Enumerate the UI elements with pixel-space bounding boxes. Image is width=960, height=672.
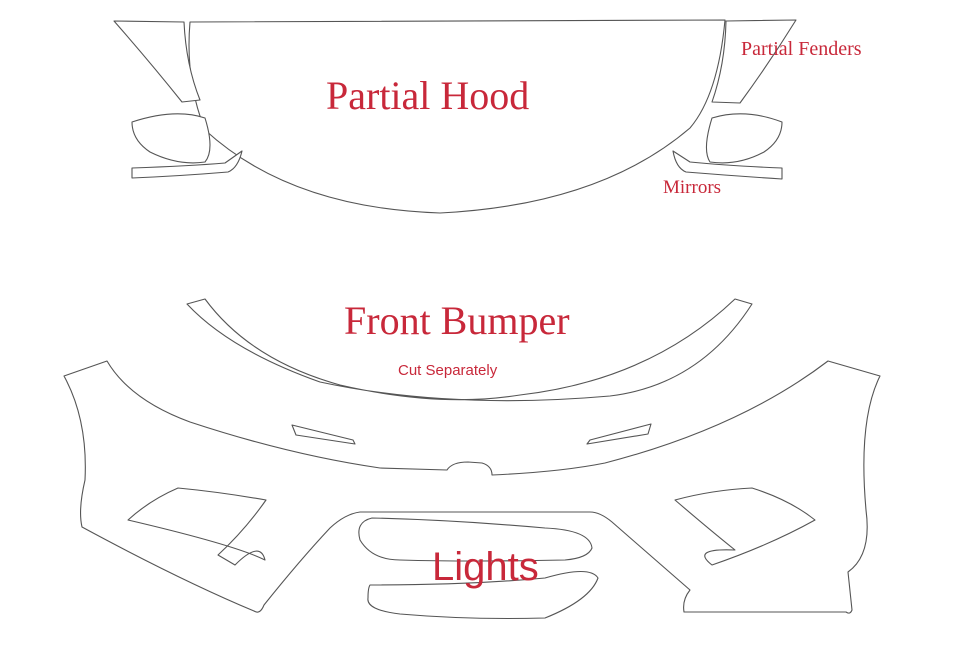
main-bumper-panel xyxy=(63,360,881,614)
cut-separately-note: Cut Separately xyxy=(398,362,498,379)
partial-hood-label: Partial Hood xyxy=(326,73,530,118)
right-fog-cutout xyxy=(674,487,816,566)
upper-light-piece xyxy=(358,517,593,562)
lower-light-piece xyxy=(367,570,599,620)
right-fender-piece xyxy=(711,19,797,104)
left-fender-piece xyxy=(113,20,201,103)
upper-bumper-arc xyxy=(186,298,753,402)
left-fog-cutout xyxy=(127,487,267,566)
left-mirror-piece xyxy=(131,113,211,164)
left-mirror-strip xyxy=(131,150,243,179)
right-mirror-strip xyxy=(672,150,783,180)
right-grille-strip xyxy=(586,423,652,445)
front-bumper-label: Front Bumper xyxy=(344,298,570,343)
lights-label: Lights xyxy=(432,545,539,589)
right-mirror-piece xyxy=(705,113,783,164)
partial-fenders-label: Partial Fenders xyxy=(741,38,862,60)
mirrors-label: Mirrors xyxy=(663,177,722,198)
left-grille-strip xyxy=(291,424,356,445)
